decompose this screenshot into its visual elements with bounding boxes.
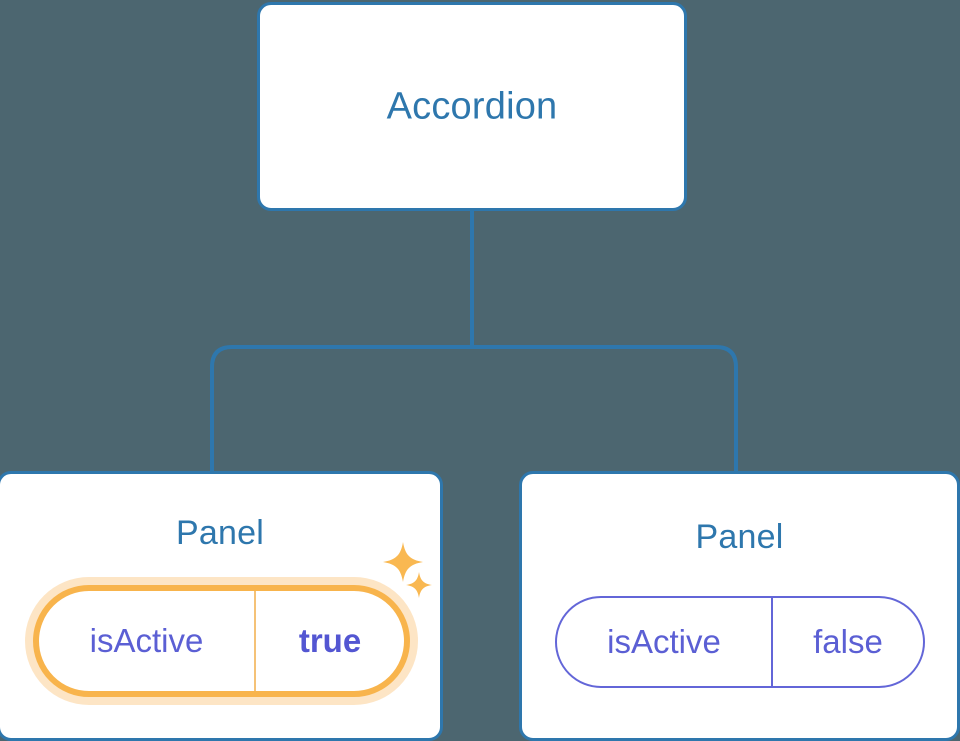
node-accordion[interactable]: Accordion	[257, 2, 687, 211]
prop-key-label: isActive	[89, 622, 204, 659]
prop-value-label: true	[254, 591, 404, 691]
node-panel-active-title: Panel	[176, 514, 264, 552]
prop-pill-isactive-false[interactable]: isActive false	[555, 596, 925, 688]
node-panel-inactive-title: Panel	[695, 518, 784, 556]
sparkle-small-icon	[406, 572, 432, 598]
sparkle-icon	[383, 542, 423, 582]
connector-to-left-panel	[210, 345, 472, 471]
prop-value-label: false	[771, 598, 923, 686]
node-accordion-title: Accordion	[386, 85, 558, 127]
prop-key-label: isActive	[607, 623, 721, 660]
prop-pill-isactive-true[interactable]: isActive true	[33, 585, 410, 697]
connector-to-right-panel	[472, 345, 738, 471]
